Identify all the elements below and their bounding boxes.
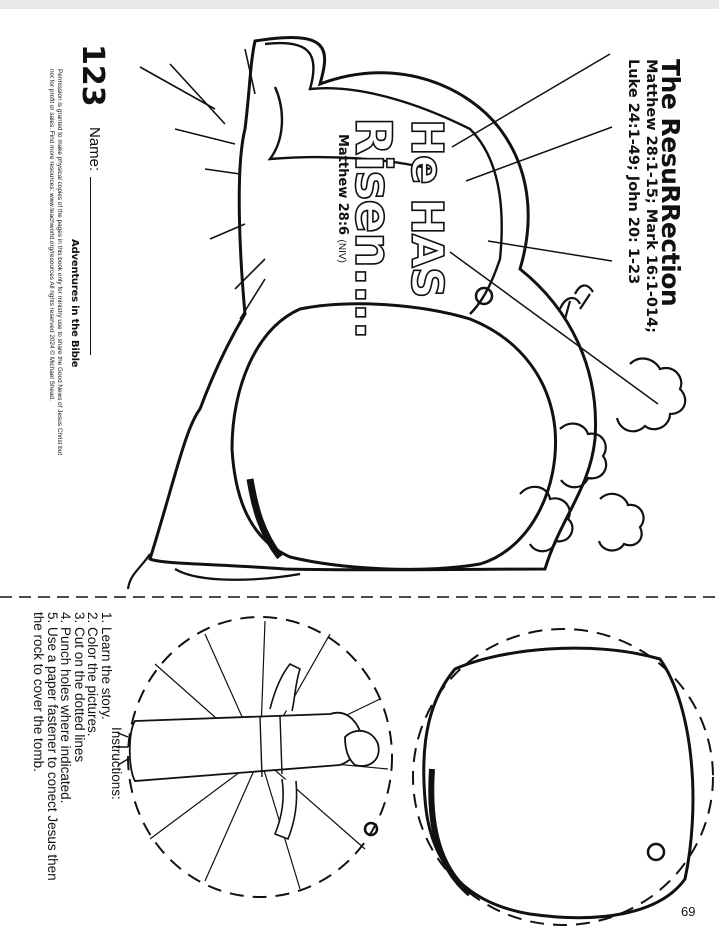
tomb-stone: [230, 302, 558, 571]
punch-hole-jesus: [363, 821, 379, 837]
tomb-wall: [148, 36, 598, 572]
permission-notice: Permission is granted to make physical c…: [48, 69, 64, 456]
name-label: Name:: [86, 127, 103, 172]
heading-he-has: He HAS: [400, 118, 453, 298]
punch-hole-tomb: [474, 286, 494, 306]
scripture-references: Matthew 28:1-15; Mark 16:1-014;Luke 24:1…: [624, 59, 660, 333]
verse-reference: Matthew 28:6 (NIV): [334, 134, 352, 263]
booklet-page-label: 123: [75, 44, 110, 107]
instructions-steps: 1. Learn the story. 2. Color the picture…: [31, 612, 114, 881]
callout-lines: [449, 53, 659, 405]
heading-risen: Risen....: [343, 116, 403, 339]
coloring-page: The ResuRRection Matthew 28:1-15; Mark 1…: [0, 9, 719, 948]
jesus-cutout: [116, 616, 393, 898]
light-rays: [139, 48, 266, 320]
verse-text: Matthew 28:6: [335, 134, 350, 236]
brand-name: Adventures in the Bible: [69, 239, 80, 368]
tomb-illustration: [0, 36, 719, 926]
name-line[interactable]: [90, 177, 93, 356]
name-field[interactable]: Name:: [86, 127, 103, 356]
punch-hole-rock: [646, 842, 666, 862]
rock-cutout: [412, 628, 714, 926]
verse-version: (NIV): [336, 239, 347, 263]
page-title: The ResuRRection: [656, 59, 685, 307]
bushes: [519, 284, 687, 553]
reference-line-1: Matthew 28:1-15; Mark 16:1-014;: [643, 59, 659, 333]
reference-line-2: Luke 24:1-49; John 20: 1-23: [625, 59, 641, 285]
page-number: 69: [681, 904, 696, 919]
